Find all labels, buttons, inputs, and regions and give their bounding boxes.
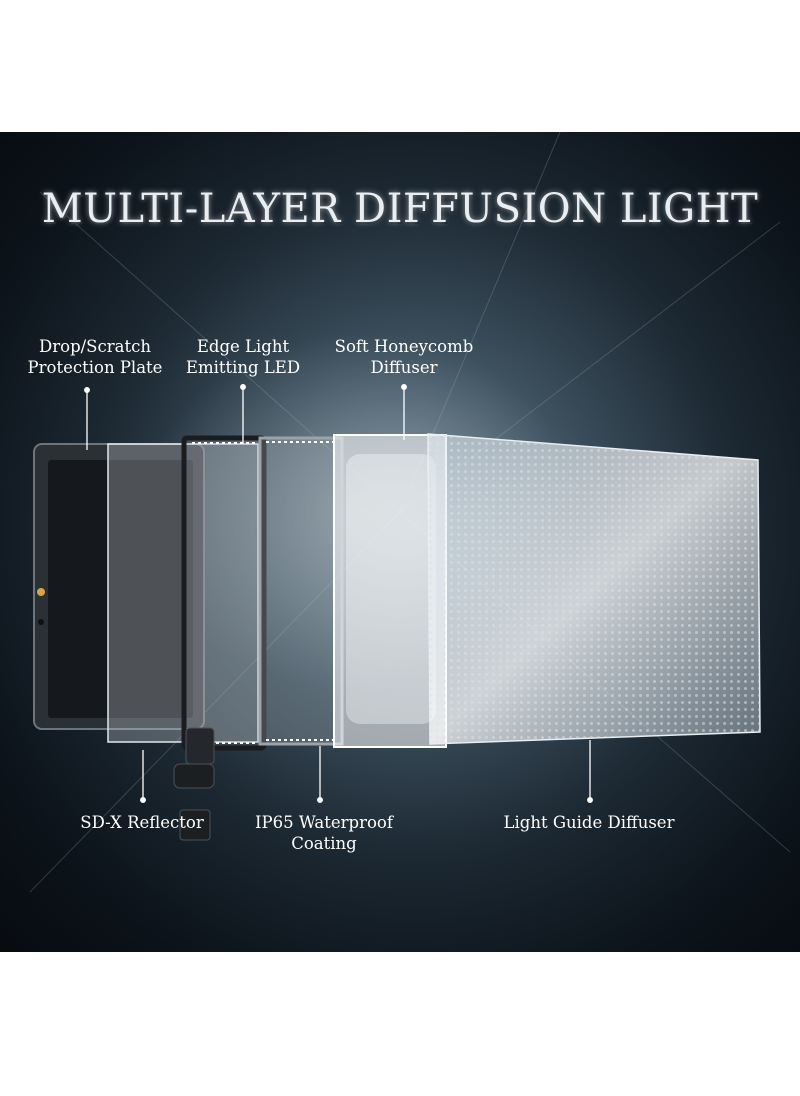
label-line: Protection Plate (27, 358, 163, 377)
label-soft-honeycomb: Soft Honeycomb Diffuser (326, 336, 482, 378)
label-line: Light Guide Diffuser (503, 813, 675, 832)
diagram-panel: MULTI-LAYER DIFFUSION LIGHT Drop/Scratch… (0, 132, 800, 952)
label-line: Diffuser (370, 358, 438, 377)
callout-dot (140, 797, 146, 803)
label-line: SD-X Reflector (80, 813, 204, 832)
ip65-layer (258, 436, 344, 746)
callout-dot (240, 384, 246, 390)
label-line: IP65 Waterproof (255, 813, 393, 832)
label-line: Soft Honeycomb (334, 337, 474, 356)
layer-diagram (29, 132, 791, 893)
callout-dot (587, 797, 593, 803)
stand-mount (173, 727, 215, 841)
screw-icon (38, 619, 44, 625)
label-drop-scratch: Drop/Scratch Protection Plate (20, 336, 170, 378)
label-line: Drop/Scratch (39, 337, 151, 356)
label-light-guide-diffuser: Light Guide Diffuser (494, 812, 684, 833)
label-edge-light: Edge Light Emitting LED (170, 336, 316, 378)
mount-hole-icon (37, 588, 45, 596)
label-ip65-coating: IP65 Waterproof Coating (246, 812, 402, 854)
diagram-title: MULTI-LAYER DIFFUSION LIGHT (41, 186, 759, 232)
callout-dot (84, 387, 90, 393)
light-body (33, 443, 205, 730)
honeycomb-layer (333, 434, 447, 748)
edge-light-frame (181, 435, 267, 751)
label-line: Coating (291, 834, 357, 853)
label-line: Emitting LED (185, 358, 301, 377)
label-line: Edge Light (196, 337, 290, 356)
label-sd-x-reflector: SD-X Reflector (72, 812, 212, 833)
callout-dot (317, 797, 323, 803)
callout-dot (401, 384, 407, 390)
light-guide-layer (427, 433, 761, 745)
